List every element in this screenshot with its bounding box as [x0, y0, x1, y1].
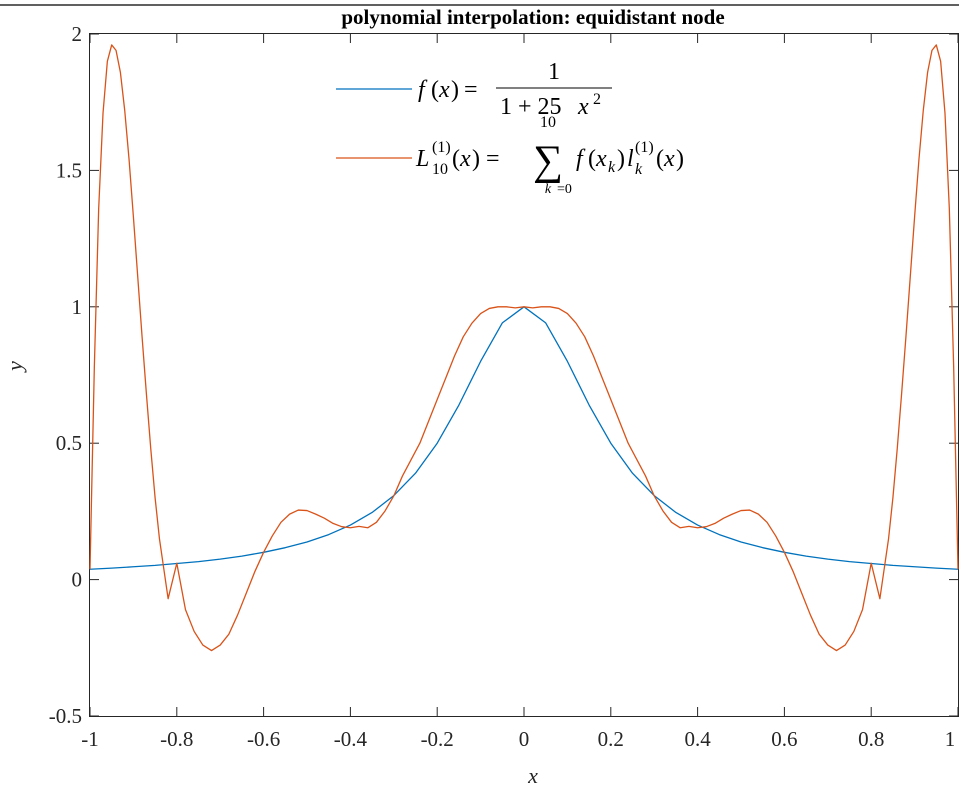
svg-text:=: =: [464, 77, 478, 103]
x-axis: -1 -0.8 -0.6 -0.4 -0.2 0 0.2 0.4 0.6 0.8 1: [81, 34, 959, 751]
svg-text:10: 10: [432, 161, 448, 178]
svg-text:x: x: [438, 77, 450, 103]
x-tick-label: -1: [81, 727, 99, 751]
y-tick-label: 0: [72, 568, 83, 592]
y-tick-label: 1.5: [56, 158, 82, 182]
svg-text:x: x: [595, 146, 607, 172]
svg-text:L: L: [415, 146, 429, 172]
svg-text:1 + 25: 1 + 25: [500, 94, 562, 120]
svg-text:(1): (1): [432, 139, 451, 156]
svg-text:10: 10: [540, 114, 556, 131]
svg-text:(1): (1): [635, 139, 654, 156]
svg-text:x: x: [663, 146, 675, 172]
x-axis-label: x: [527, 763, 538, 788]
svg-text:k: k: [635, 161, 643, 178]
svg-text:l: l: [627, 146, 634, 172]
chart-title: polynomial interpolation: equidistant no…: [341, 5, 724, 29]
svg-text:x: x: [577, 94, 589, 120]
legend-entry-l: L (1) 10 ( x ) = 10 ∑ k =0 f ( x k ) l (…: [415, 114, 684, 197]
y-tick-label: -0.5: [49, 704, 82, 728]
x-tick-label: 0.8: [858, 727, 884, 751]
y-axis: -0.5 0 0.5 1 1.5 2: [49, 22, 958, 728]
y-tick-label: 2: [72, 22, 83, 46]
y-tick-label: 1: [72, 295, 83, 319]
svg-text:): ): [451, 77, 459, 103]
svg-text:∑: ∑: [533, 138, 563, 184]
svg-text:(: (: [656, 146, 664, 172]
x-tick-label: -0.8: [160, 727, 193, 751]
y-axis-label: y: [2, 361, 27, 373]
svg-text:(: (: [452, 146, 460, 172]
x-tick-label: -0.6: [247, 727, 280, 751]
svg-text:f: f: [576, 146, 586, 172]
svg-text:): ): [617, 146, 625, 172]
x-tick-label: -0.2: [421, 727, 454, 751]
legend-entry-f: f ( x ) = 1 1 + 25 x 2: [418, 59, 612, 120]
plot-area: [89, 33, 959, 717]
svg-text:k: k: [608, 159, 616, 176]
svg-text:f: f: [418, 77, 428, 103]
svg-text:x: x: [459, 146, 471, 172]
svg-text:(: (: [588, 146, 596, 172]
svg-text:=0: =0: [557, 182, 572, 197]
svg-text:(: (: [431, 77, 439, 103]
y-tick-label: 0.5: [56, 431, 82, 455]
legend: f ( x ) = 1 1 + 25 x 2 L (1) 10 ( x ) = …: [336, 59, 684, 197]
x-tick-label: 0: [519, 727, 530, 751]
svg-text:=: =: [486, 146, 500, 172]
x-tick-label: 0.4: [684, 727, 711, 751]
svg-text:1: 1: [548, 59, 560, 85]
series-line-l10: [89, 44, 959, 652]
svg-text:): ): [472, 146, 480, 172]
svg-text:2: 2: [593, 91, 601, 108]
x-tick-label: 1: [945, 727, 956, 751]
series-layer: [89, 44, 959, 652]
x-tick-label: 0.6: [771, 727, 797, 751]
svg-text:): ): [676, 146, 684, 172]
svg-text:k: k: [545, 182, 552, 197]
x-tick-label: -0.4: [334, 727, 368, 751]
x-tick-label: 0.2: [598, 727, 624, 751]
